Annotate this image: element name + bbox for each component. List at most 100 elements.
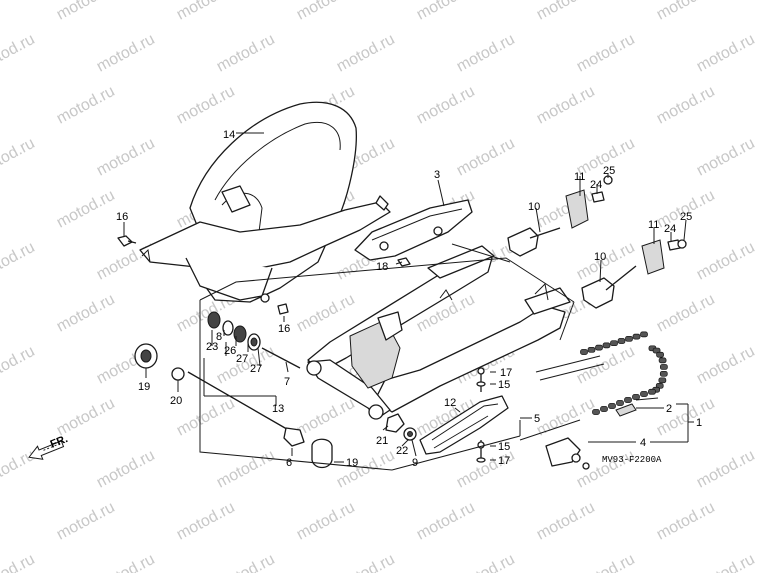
callout-24: 24 — [590, 179, 602, 191]
callout-16: 16 — [116, 211, 128, 223]
chain-guard — [354, 199, 473, 261]
watermark-text: motod.ru — [0, 239, 38, 284]
callout-16b: 16 — [278, 323, 290, 335]
watermark-text: motod.ru — [0, 551, 38, 573]
watermark-text: motod.ru — [94, 135, 158, 180]
callout-26: 26 — [224, 345, 236, 357]
chain-link — [580, 349, 588, 355]
chain-link — [587, 346, 596, 353]
chain-link — [656, 351, 664, 358]
watermark-text: motod.ru — [94, 31, 158, 76]
figure-code: MV93-F2200A — [602, 455, 662, 465]
watermark-text: motod.ru — [454, 551, 518, 573]
watermark-text: motod.ru — [0, 343, 38, 388]
chain-link — [648, 388, 656, 395]
watermark-text: motod.ru — [574, 551, 638, 573]
watermark-text: motod.ru — [454, 135, 518, 180]
callout-8: 8 — [216, 331, 222, 343]
callout-24b: 24 — [664, 223, 676, 235]
watermark-text: motod.ru — [174, 0, 238, 24]
callout-15b: 15 — [498, 441, 510, 453]
watermark-text: motod.ru — [694, 447, 758, 492]
bearing-stack — [207, 311, 261, 351]
watermark-text: motod.ru — [574, 447, 638, 492]
watermark-text: motod.ru — [174, 499, 238, 544]
watermark-text: motod.ru — [94, 447, 158, 492]
callout-5: 5 — [534, 413, 540, 425]
chain-link — [659, 370, 668, 377]
watermark-text: motod.ru — [54, 499, 118, 544]
watermark-text: motod.ru — [214, 31, 278, 76]
callout-1: 1 — [696, 417, 702, 429]
watermark-text: motod.ru — [294, 291, 358, 336]
chain-link — [610, 340, 618, 347]
watermark-text: motod.ru — [694, 343, 758, 388]
callout-7: 7 — [284, 376, 290, 388]
chain-adjuster-upper — [507, 175, 613, 257]
chain-link — [632, 394, 640, 400]
watermark-text: motod.ru — [534, 499, 598, 544]
watermark-text: motod.ru — [654, 0, 718, 24]
watermark-text: motod.ru — [0, 31, 38, 76]
chain-link — [640, 391, 648, 397]
watermark-text: motod.ru — [294, 395, 358, 440]
watermark-text: motod.ru — [574, 31, 638, 76]
watermark-text: motod.ru — [654, 83, 718, 128]
drive-chain — [580, 331, 668, 415]
callout-13: 13 — [272, 403, 284, 415]
callout-18: 18 — [376, 261, 388, 273]
callout-17b: 17 — [498, 455, 510, 467]
watermark-text: motod.ru — [0, 135, 38, 180]
chain-link — [660, 364, 668, 370]
callout-22: 22 — [396, 445, 408, 457]
callout-19b: 19 — [346, 457, 358, 469]
watermark-text: motod.ru — [654, 291, 718, 336]
watermark-text: motod.ru — [534, 395, 598, 440]
watermark-text: motod.ru — [534, 0, 598, 24]
watermark-text: motod.ru — [534, 187, 598, 232]
callout-labels: 14 3 10 11 24 25 10 11 24 25 16 16 18 19… — [116, 129, 702, 469]
watermark-text: motod.ru — [174, 395, 238, 440]
watermark-text: motod.ru — [94, 551, 158, 573]
callout-17: 17 — [500, 367, 512, 379]
callout-4: 4 — [640, 437, 646, 449]
callout-19: 19 — [138, 381, 150, 393]
chain-link — [595, 344, 603, 351]
chain-link — [658, 377, 667, 384]
watermark-text: motod.ru — [334, 31, 398, 76]
watermark-text: motod.ru — [534, 83, 598, 128]
callout-14: 14 — [223, 129, 235, 141]
callout-10b: 10 — [594, 251, 606, 263]
chain-slider — [419, 395, 509, 455]
callout-2: 2 — [666, 403, 672, 415]
chain-link — [602, 342, 611, 349]
rear-fender — [139, 101, 391, 303]
watermark-text: motod.ru — [454, 31, 518, 76]
watermark-text: motod.ru — [174, 83, 238, 128]
callout-23: 23 — [206, 341, 218, 353]
watermark-text: motod.ru — [54, 187, 118, 232]
watermark-text: motod.ru — [414, 83, 478, 128]
callout-27: 27 — [236, 353, 248, 365]
watermark-text: motod.ru — [654, 499, 718, 544]
watermark-text: motod.ru — [694, 31, 758, 76]
callout-3: 3 — [434, 169, 440, 181]
pivot-bolt — [187, 371, 305, 447]
callout-10: 10 — [528, 201, 540, 213]
watermark-text: motod.ru — [334, 551, 398, 573]
callout-11b: 11 — [648, 219, 659, 231]
callout-20: 20 — [170, 395, 182, 407]
watermark-text: motod.ru — [294, 0, 358, 24]
callout-27b: 27 — [250, 363, 262, 375]
chain-link — [608, 403, 616, 409]
watermark-text: motod.ru — [414, 499, 478, 544]
watermark-text: motod.ru — [694, 551, 758, 573]
slider-collars — [385, 413, 417, 441]
watermark-text: motod.ru — [54, 0, 118, 24]
callout-11: 11 — [574, 171, 585, 183]
watermark-text: motod.ru — [214, 551, 278, 573]
swingarm — [306, 245, 571, 420]
chain-link — [640, 331, 648, 338]
